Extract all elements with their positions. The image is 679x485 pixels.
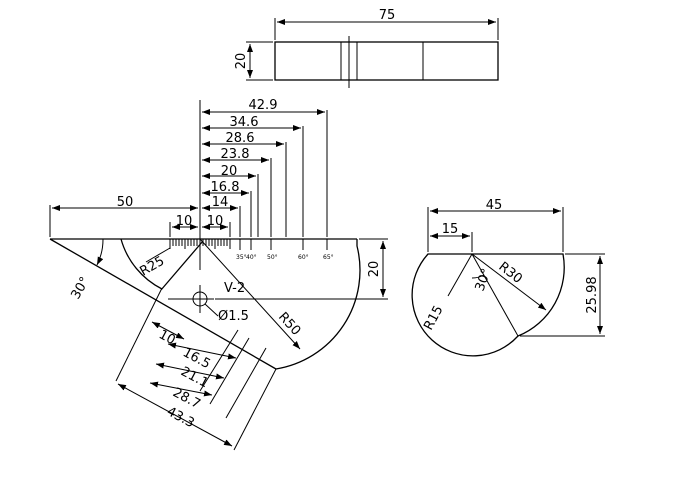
dim-23-8-label: 23.8 (221, 147, 250, 162)
angle-30-label: 30° (68, 275, 93, 302)
r25-label: R25 (138, 254, 168, 280)
block-arc-r50 (275, 239, 361, 370)
r30-leader (471, 253, 547, 311)
block-bottom-edge (49, 238, 277, 370)
hole-leader (204, 303, 219, 317)
dim-14-label: 14 (212, 195, 229, 210)
dim-line-16-5 (167, 342, 237, 360)
side-view-inner-line (471, 253, 519, 337)
angle-mark-label: 50° (267, 254, 278, 261)
oblique-dim-label: 10 (156, 327, 178, 348)
dim-10-left-label: 10 (176, 214, 193, 229)
dim-75-label: 75 (379, 8, 396, 23)
side-view: 45 15 25.98 R30 30° R15 (411, 198, 605, 357)
side-view-inner-line (447, 253, 473, 297)
dim-20-label: 20 (221, 164, 238, 179)
block-arc-r25 (120, 238, 163, 290)
r50-label: R50 (275, 310, 303, 339)
r50-leader (199, 238, 301, 350)
angle-mark-label: 60° (298, 254, 309, 261)
dim-42-9-label: 42.9 (249, 98, 278, 113)
dim-line-10-oblique (151, 321, 185, 340)
dim-line-21-1 (155, 362, 225, 380)
top-view: 75 20 (234, 8, 499, 88)
v-notch (160, 240, 204, 291)
dim-20-label: 20 (234, 53, 249, 70)
dim-50-label: 50 (117, 195, 134, 210)
hole-label: Ø1.5 (218, 309, 249, 324)
dim-line-43-3 (117, 383, 233, 447)
angle-mark-label: 35° (236, 254, 247, 261)
scale-ticks (169, 239, 231, 251)
top-view-outline (274, 41, 499, 81)
angle-mark-label: 65° (323, 254, 334, 261)
angle-arc-30 (96, 238, 104, 266)
oblique-dims: 10 16.5 21.1 28.7 43.3 (115, 289, 277, 451)
dim-20-height-label: 20 (367, 261, 382, 278)
main-block: 35° 40° 50° 60° 65° 42.9 34.6 28.6 23.8 … (49, 98, 388, 451)
r15-label: R15 (421, 303, 446, 333)
side-angle-arc (471, 274, 485, 279)
dim-16-8-label: 16.8 (211, 180, 240, 195)
side-angle-label: 30° (473, 267, 495, 294)
dim-45-label: 45 (486, 198, 503, 213)
dim-25-98-label: 25.98 (585, 276, 600, 313)
angle-mark-label: 40° (246, 254, 257, 261)
dim-15-label: 15 (442, 222, 459, 237)
dim-34-6-label: 34.6 (230, 115, 259, 130)
v2-label: V-2 (224, 281, 245, 296)
r25-leader (145, 247, 171, 263)
dim-10-right-label: 10 (207, 214, 224, 229)
side-view-outline (411, 253, 565, 357)
dim-28-6-label: 28.6 (226, 131, 255, 146)
